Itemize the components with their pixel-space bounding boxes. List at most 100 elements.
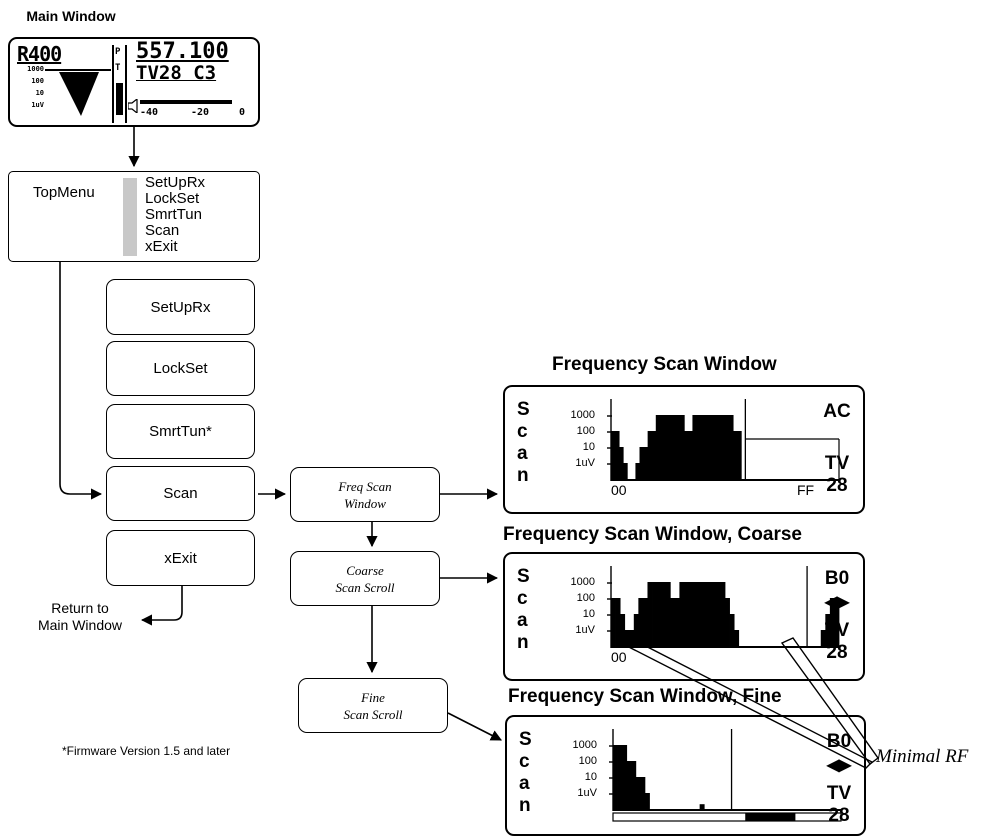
display-divider <box>112 45 114 123</box>
scan-bar <box>699 804 705 811</box>
freq-scan-window-box[interactable]: Freq Scan Window <box>290 467 440 522</box>
scan-bar <box>816 646 822 648</box>
scan-bar <box>786 809 792 811</box>
scan-bar <box>826 479 832 481</box>
scan-bar <box>708 415 714 481</box>
y-tick-label: 10 <box>582 441 595 453</box>
scan-bar <box>655 415 661 481</box>
scan-bar <box>624 630 630 648</box>
scan-bar <box>672 809 678 811</box>
scan-bar <box>622 745 628 811</box>
scan-bar <box>827 809 833 811</box>
fine-scan-scroll-box[interactable]: Fine Scan Scroll <box>298 678 448 733</box>
scroll-arrows-icon[interactable]: ◀▶ <box>826 757 852 774</box>
scan-code-label: B0 <box>826 731 852 752</box>
top-menu-item-lockset[interactable]: LockSet <box>145 190 200 207</box>
scan-bar <box>613 745 618 811</box>
tv-channel-number: 28 <box>826 642 848 663</box>
top-menu-list: SetUpRx LockSet SmrtTun Scan xExit <box>145 175 205 255</box>
scan-bar <box>720 415 726 481</box>
arrow-fine-to-window <box>447 712 502 741</box>
main-window-display[interactable]: R400 1000 100 10 1uV P T 557.100 TV28 C3… <box>8 37 260 127</box>
scan-bar <box>727 809 732 811</box>
scan-bar <box>635 463 640 481</box>
xexit-button[interactable]: xExit <box>106 530 255 586</box>
tv-label: TV <box>824 453 850 474</box>
top-menu-item-smrttun[interactable]: SmrtTun <box>145 206 202 223</box>
top-menu-box[interactable]: TopMenu SetUpRx LockSet SmrtTun Scan xEx… <box>8 171 260 262</box>
scroll-thumb[interactable] <box>745 813 796 821</box>
scroll-track[interactable] <box>612 812 842 822</box>
scroll-arrows-icon[interactable]: ◀▶ <box>824 594 850 611</box>
scan-bar <box>668 415 673 481</box>
y-tick-label: 100 <box>576 592 595 604</box>
scan-bar <box>777 479 783 481</box>
setuprx-button[interactable]: SetUpRx <box>106 279 255 335</box>
audio-level-bar <box>140 100 232 104</box>
scan-bar <box>770 646 776 648</box>
scan-bar <box>654 809 659 811</box>
scan-bar <box>749 479 754 481</box>
scan-bar <box>676 809 682 811</box>
scan-bar <box>647 431 653 481</box>
frequency-readout: 557.100 <box>136 39 229 64</box>
scan-bar <box>700 415 706 481</box>
scan-bar <box>754 809 760 811</box>
scan-bar <box>752 646 758 648</box>
scan-bar <box>782 479 787 481</box>
scan-bar <box>695 809 701 811</box>
scan-bar <box>679 582 685 648</box>
scan-bar <box>802 479 807 481</box>
scan-bar <box>729 415 734 481</box>
scan-bar <box>620 614 626 648</box>
scan-bar <box>830 479 836 481</box>
tv-channel-number: 28 <box>828 805 850 826</box>
scan-bar <box>683 582 689 648</box>
scan-bar <box>758 809 764 811</box>
firmware-footnote: *Firmware Version 1.5 and later <box>62 744 231 758</box>
top-menu-item-xexit[interactable]: xExit <box>145 238 178 255</box>
scan-bar <box>631 761 637 811</box>
scan-bar <box>725 415 730 481</box>
y-tick-label: 100 <box>578 755 597 767</box>
scan-bar <box>768 809 773 811</box>
scan-bar <box>777 809 783 811</box>
scan-bar <box>692 415 697 481</box>
scan-bar <box>788 646 794 648</box>
coarse-scan-scroll-box[interactable]: Coarse Scan Scroll <box>290 551 440 606</box>
top-menu-item-setuprx[interactable]: SetUpRx <box>145 174 206 191</box>
scan-bar <box>811 646 817 648</box>
lockset-button[interactable]: LockSet <box>106 341 255 396</box>
scan-bar <box>681 809 687 811</box>
scan-bar <box>656 582 662 648</box>
scan-bar <box>642 598 648 648</box>
meter-tick-20: -20 <box>191 107 210 118</box>
y-tick-label: 100 <box>576 425 595 437</box>
scan-code-label: B0 <box>824 568 850 589</box>
p-label: P <box>115 47 121 57</box>
tv-channel-number: 28 <box>826 475 848 496</box>
scan-bar <box>639 447 644 481</box>
scan-window-title-0: Frequency Scan Window <box>552 354 777 375</box>
y-tick-label: 1000 <box>570 409 595 421</box>
smrttun-button[interactable]: SmrtTun* <box>106 404 255 459</box>
scan-bar <box>749 809 755 811</box>
scan-bar <box>779 646 785 648</box>
scan-bar <box>688 582 694 648</box>
battery-icon <box>116 83 123 115</box>
scan-bar <box>765 479 771 481</box>
top-menu-item-scan[interactable]: Scan <box>145 222 180 239</box>
scan-bar <box>793 646 799 648</box>
scan-bar <box>790 809 796 811</box>
minimal-rf-annotation: Minimal RF <box>876 746 969 767</box>
scan-button[interactable]: Scan <box>106 466 255 521</box>
scan-bar <box>619 447 624 481</box>
scan-bar <box>693 582 699 648</box>
minimal-rf-pointers <box>619 637 879 769</box>
scan-bar <box>631 479 636 481</box>
scan-bar <box>736 809 742 811</box>
